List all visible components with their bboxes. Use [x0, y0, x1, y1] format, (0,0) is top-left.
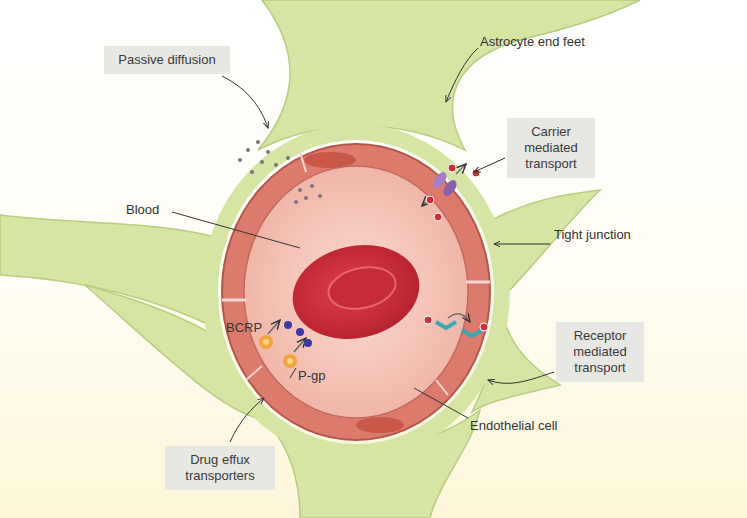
part-label: Tight junction: [554, 227, 631, 243]
part-label: Endothelial cell: [470, 418, 557, 434]
process-box: Receptor mediated transport: [556, 322, 644, 382]
box-text: Carrier mediated transport: [515, 124, 587, 172]
process-box: Passive diffusion: [104, 46, 230, 74]
transporter-label: P-gp: [298, 368, 325, 384]
part-label: Blood: [126, 202, 159, 218]
process-box: Carrier mediated transport: [507, 118, 595, 178]
box-text: Passive diffusion: [112, 52, 222, 68]
box-text: Receptor mediated transport: [564, 328, 636, 376]
box-text: Drug effux transporters: [173, 452, 267, 484]
transporter-label: BCRP: [226, 320, 262, 336]
part-label: Astrocyte end feet: [480, 34, 585, 50]
process-box: Drug effux transporters: [165, 446, 275, 490]
